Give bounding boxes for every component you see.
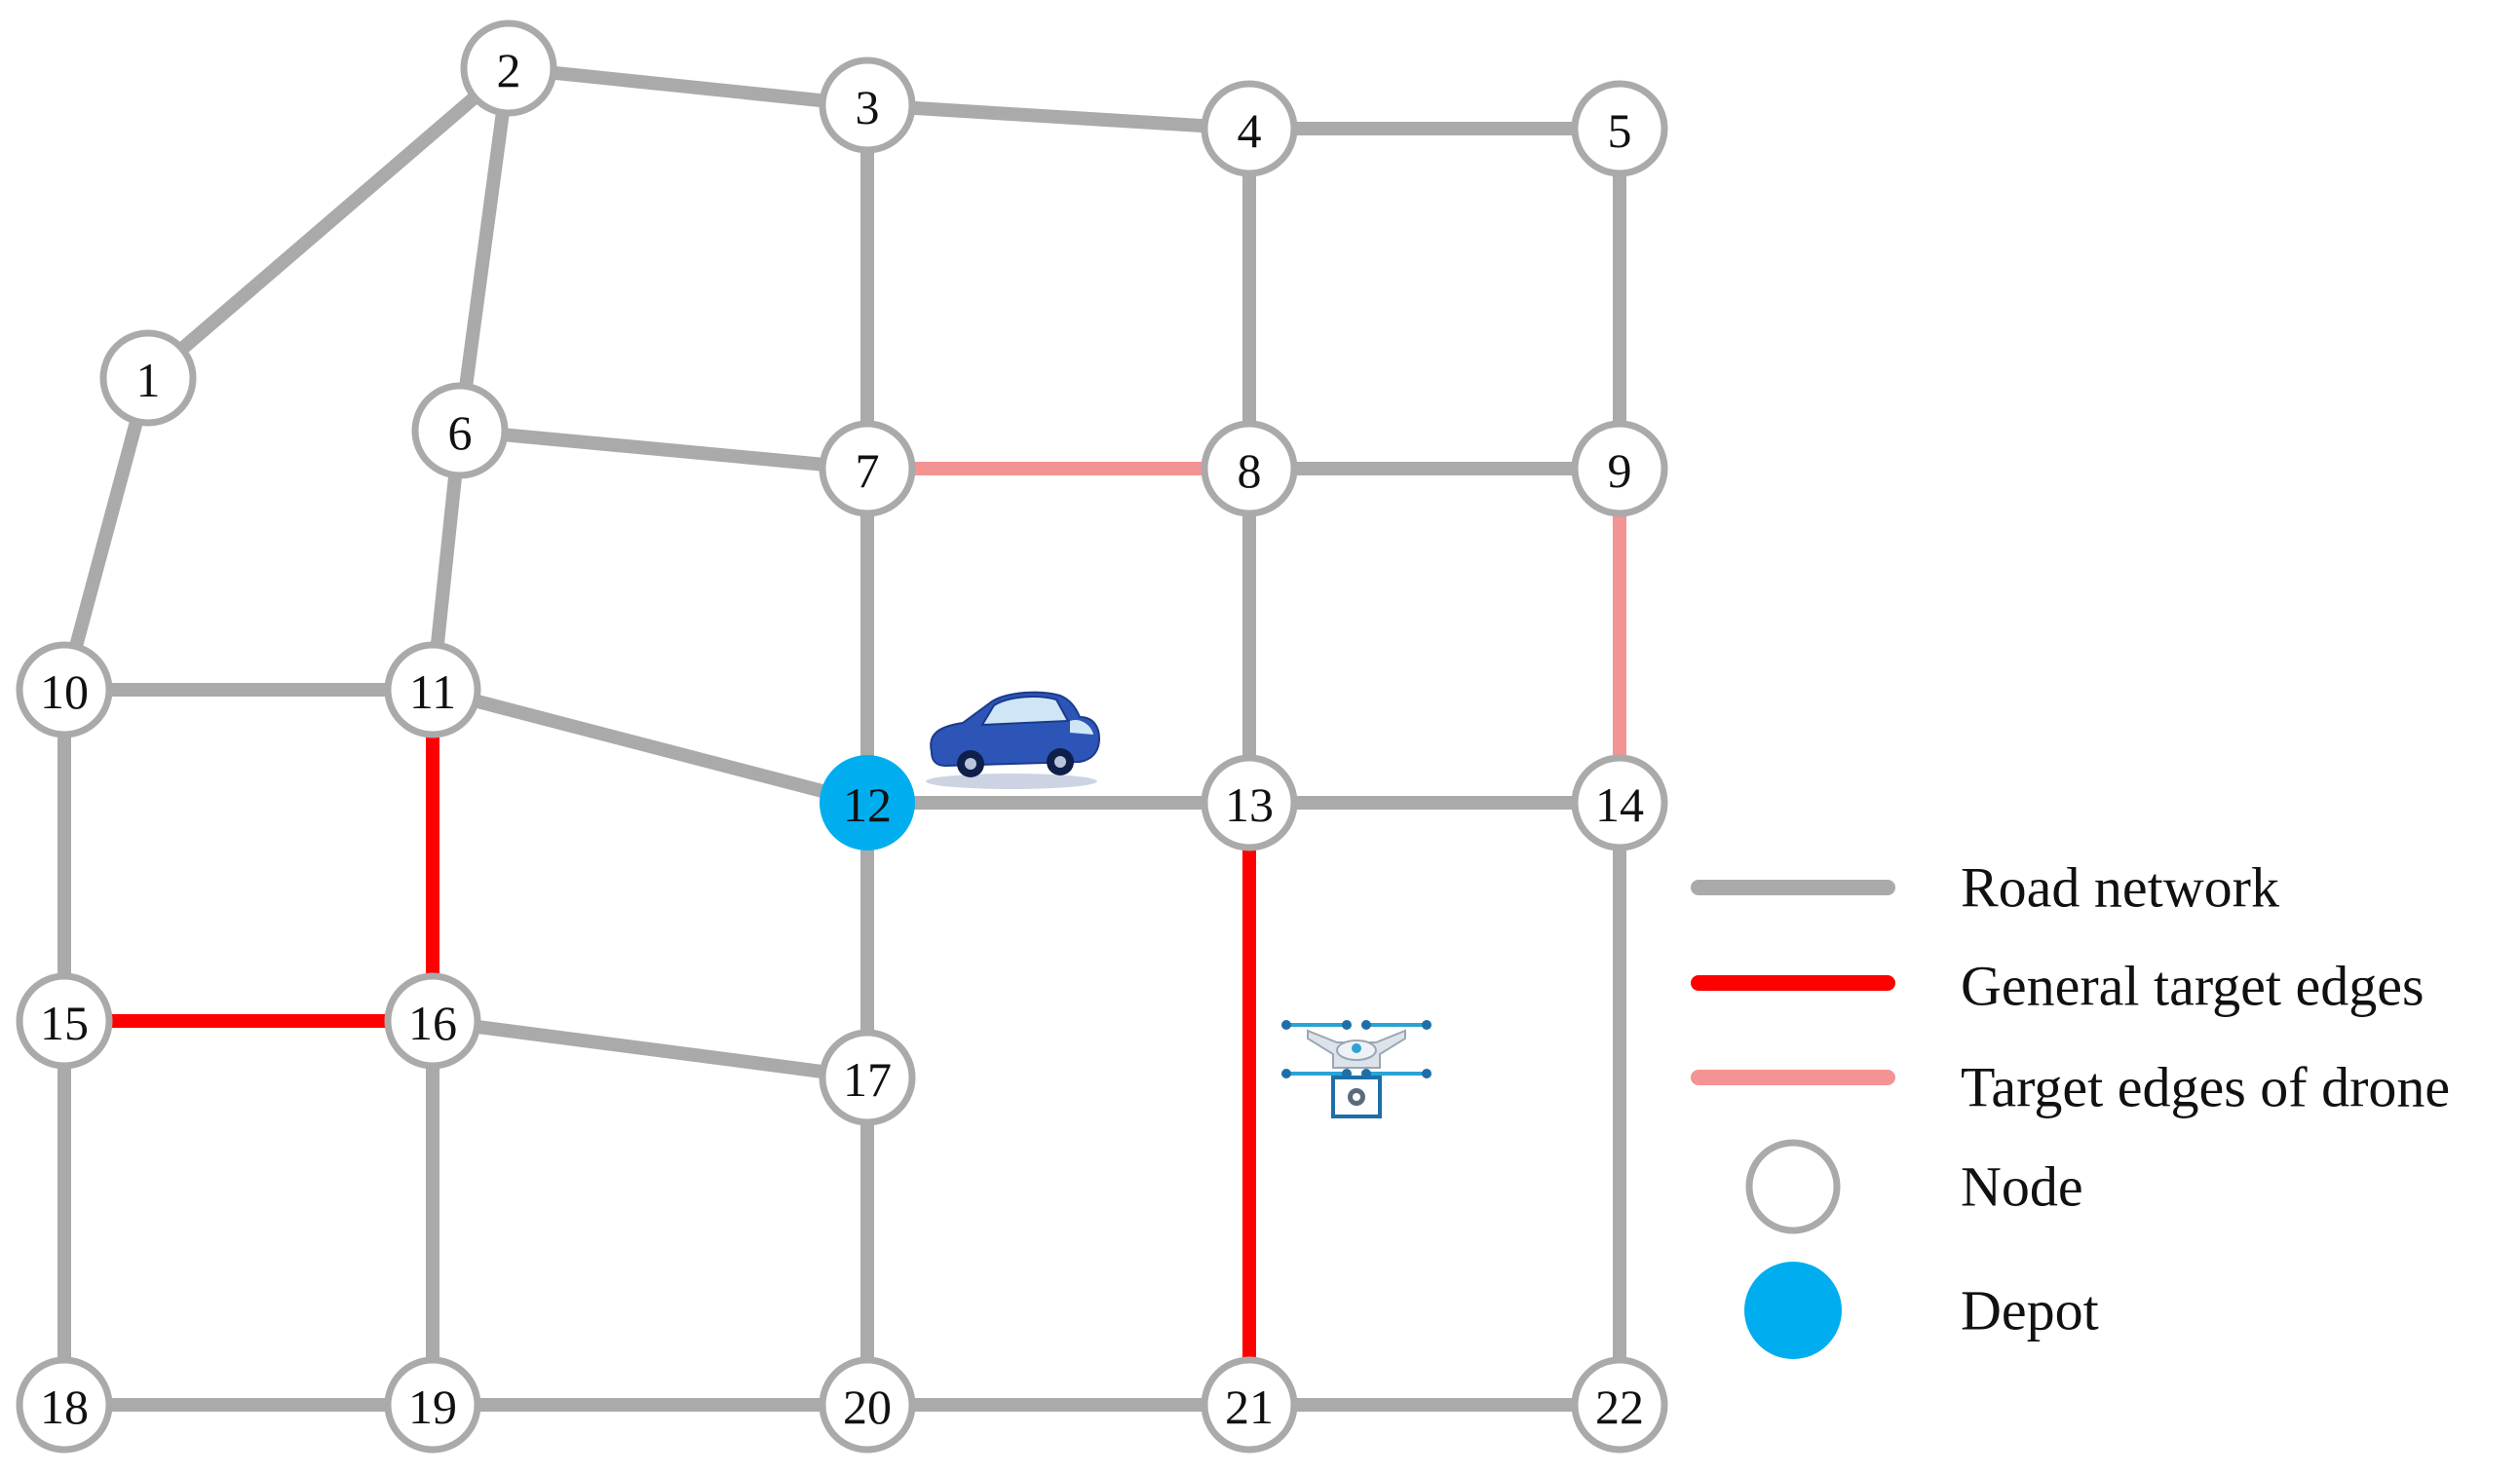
- node-circle: [460, 19, 557, 117]
- node-label: 1: [136, 353, 161, 407]
- node-circle: [1201, 80, 1298, 177]
- edge-6-7: [453, 424, 874, 475]
- node-label: 10: [40, 664, 89, 719]
- node-6: 6: [411, 382, 509, 479]
- node-4: 4: [1201, 80, 1298, 177]
- node-circle: [819, 1356, 916, 1454]
- depot-node-12: 12: [820, 755, 915, 850]
- node-circle: [384, 1356, 481, 1454]
- node-1: 1: [99, 329, 197, 427]
- node-label: 6: [448, 405, 473, 460]
- node-label: 13: [1225, 777, 1274, 832]
- node-13: 13: [1201, 754, 1298, 851]
- node-22: 22: [1571, 1356, 1668, 1454]
- node-2: 2: [460, 19, 557, 117]
- node-circle: [99, 329, 197, 427]
- node-label: 11: [409, 664, 456, 719]
- node-label: 9: [1608, 443, 1632, 498]
- node-circle: [1571, 1356, 1668, 1454]
- node-circle: [819, 420, 916, 517]
- node-circle: [1201, 754, 1298, 851]
- node-label: 15: [40, 996, 89, 1050]
- node-circle: [384, 972, 481, 1070]
- node-circle: [16, 1356, 113, 1454]
- node-circle: [1201, 420, 1298, 517]
- node-circle: [1571, 754, 1668, 851]
- legend-node-label: Node: [1961, 1155, 2083, 1219]
- node-label: 7: [856, 443, 880, 498]
- node-label: 14: [1595, 777, 1644, 832]
- node-20: 20: [819, 1356, 916, 1454]
- node-circle: [411, 382, 509, 479]
- node-9: 9: [1571, 420, 1668, 517]
- car-icon: [926, 691, 1101, 789]
- node-circle: [16, 641, 113, 738]
- edge-2-6: [453, 61, 515, 437]
- drone-icon: [1281, 1020, 1432, 1118]
- node-label: 8: [1238, 443, 1262, 498]
- node-label: 12: [843, 777, 892, 832]
- edge-3-4: [860, 98, 1256, 135]
- node-label: 17: [843, 1052, 892, 1107]
- node-label: 5: [1608, 103, 1632, 158]
- node-label: 2: [497, 43, 521, 97]
- edge-2-3: [502, 61, 874, 112]
- node-label: 19: [408, 1380, 457, 1434]
- node-15: 15: [16, 972, 113, 1070]
- node-label: 22: [1595, 1380, 1644, 1434]
- legend-depot-swatch: [1744, 1262, 1842, 1359]
- node-circle: [819, 57, 916, 154]
- node-label: 3: [856, 80, 880, 134]
- edge-1-2: [141, 61, 515, 385]
- edge-11-12: [426, 683, 874, 810]
- node-circle: [820, 755, 915, 850]
- node-11: 11: [384, 641, 481, 738]
- legend-drone-target-label: Target edges of drone: [1961, 1056, 2450, 1119]
- node-14: 14: [1571, 754, 1668, 851]
- node-circle: [384, 641, 481, 738]
- node-21: 21: [1201, 1356, 1298, 1454]
- node-label: 20: [843, 1380, 892, 1434]
- node-18: 18: [16, 1356, 113, 1454]
- node-10: 10: [16, 641, 113, 738]
- edge-1-10: [57, 371, 155, 697]
- node-8: 8: [1201, 420, 1298, 517]
- node-circle: [16, 972, 113, 1070]
- legend: Road network General target edges Target…: [1691, 856, 2450, 1359]
- node-17: 17: [819, 1029, 916, 1126]
- node-19: 19: [384, 1356, 481, 1454]
- node-circle: [1571, 80, 1668, 177]
- legend-road-label: Road network: [1961, 856, 2279, 920]
- node-circle: [1571, 420, 1668, 517]
- edge-16-17: [426, 1014, 874, 1084]
- node-circle: [1201, 1356, 1298, 1454]
- node-7: 7: [819, 420, 916, 517]
- node-5: 5: [1571, 80, 1668, 177]
- node-circle: [819, 1029, 916, 1126]
- node-label: 16: [408, 996, 457, 1050]
- node-16: 16: [384, 972, 481, 1070]
- node-3: 3: [819, 57, 916, 154]
- legend-node-swatch: [1745, 1139, 1841, 1234]
- node-label: 4: [1238, 103, 1262, 158]
- legend-general-target-label: General target edges: [1961, 955, 2425, 1018]
- node-label: 18: [40, 1380, 89, 1434]
- node-label: 21: [1225, 1380, 1274, 1434]
- edges-layer: [57, 61, 1626, 1412]
- legend-depot-label: Depot: [1961, 1279, 2099, 1342]
